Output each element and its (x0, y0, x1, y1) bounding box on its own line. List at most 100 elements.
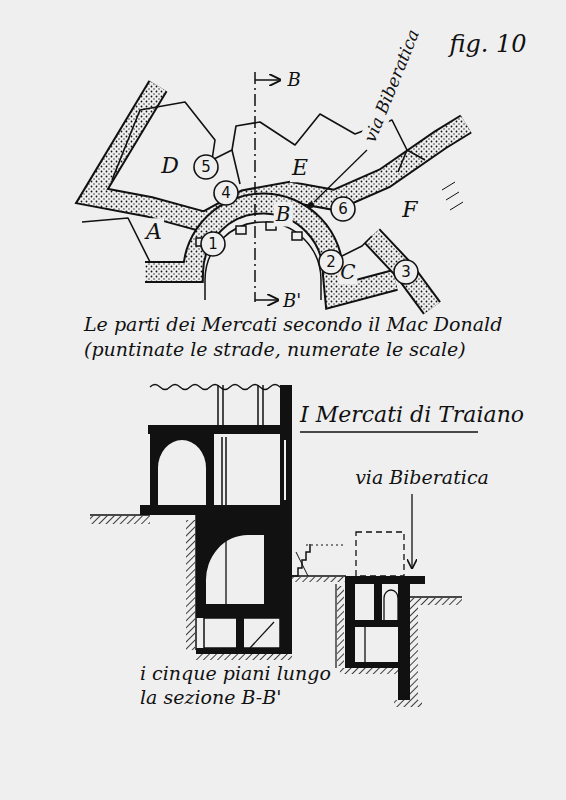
sketch-stroke (292, 575, 346, 577)
sketch-stroke (411, 494, 412, 568)
sketch-stroke (292, 577, 346, 582)
plan-label: F (400, 196, 419, 224)
sketch-stroke (306, 545, 346, 546)
sketch-stroke (442, 182, 463, 210)
figure-number: fig. 10 (447, 29, 528, 59)
sketch-stroke (150, 385, 290, 390)
sketch-stroke (221, 437, 223, 505)
sketch-stroke (292, 544, 310, 576)
callout-number: 4 (221, 184, 231, 202)
sketch-stroke (257, 385, 259, 425)
plan-label: A (144, 218, 164, 246)
arch-opening (196, 222, 321, 300)
sketch-stroke (335, 584, 336, 668)
sketch-stroke (145, 204, 395, 296)
plan-label: via Biberatica (359, 25, 425, 148)
circle-shape (319, 250, 343, 274)
section-note: i cinque piani lungo la sezione B-B' (140, 662, 340, 710)
sketch-stroke (356, 532, 404, 576)
sketch-stroke (205, 222, 321, 300)
sketch-stroke (296, 552, 308, 576)
sketch-stroke (337, 586, 344, 666)
sketch-stroke (345, 620, 410, 627)
sketch-stroke (217, 385, 219, 425)
sketch-stroke (398, 584, 410, 700)
sketch-stroke (338, 236, 372, 258)
sketch-stroke (384, 590, 398, 620)
sketch-stroke (82, 218, 150, 262)
plan-label: via Biberatica (353, 466, 491, 490)
callout-number: 2 (326, 253, 336, 271)
plan-label: B (274, 202, 293, 227)
region-outlines (82, 102, 463, 262)
sketch-stroke (255, 79, 280, 81)
sketch-stroke (150, 515, 196, 650)
callout-number: 5 (201, 158, 211, 176)
sketch-stroke (90, 514, 150, 516)
sketch-stroke (236, 618, 244, 648)
sketch-stroke (292, 232, 302, 240)
caption: Le parti dei Mercati secondo il Mac Dona… (84, 312, 539, 362)
sketch-stroke (314, 150, 367, 202)
sketch-stroke (204, 618, 280, 648)
sketch-stroke (90, 516, 150, 524)
stair-circle: 3 (393, 259, 419, 285)
sketch-stroke (145, 204, 395, 296)
sketch-stroke (364, 627, 365, 662)
sketch-stroke (410, 605, 418, 700)
sketch-stroke (308, 202, 314, 208)
plan-label: B' (281, 290, 303, 313)
sketch-stroke (196, 515, 282, 610)
stair-circle: 5 (193, 154, 219, 180)
circle-shape (214, 181, 238, 205)
circle-shape (201, 232, 225, 256)
sketch-stroke (140, 505, 290, 515)
sketch-stroke (254, 72, 256, 302)
callout-number: 1 (208, 235, 218, 253)
stair-circle: 6 (330, 196, 356, 222)
sketch-stroke (186, 520, 195, 650)
sketch-stroke (372, 236, 432, 308)
sketch-stroke (250, 622, 274, 648)
title: I Mercati di Traiano (300, 401, 524, 429)
sketch-stroke (255, 299, 278, 301)
sketch-stroke (340, 668, 398, 674)
plan-label: E (290, 154, 310, 182)
sketch-stroke (196, 654, 292, 660)
sketch-stroke (345, 576, 425, 584)
sketch-stroke (225, 437, 227, 505)
street-bands (92, 86, 466, 308)
sketch-stroke (148, 425, 290, 434)
sketch-stroke (236, 226, 246, 234)
circle-shape (331, 197, 355, 221)
sketch-stroke (407, 150, 425, 160)
title-underline (300, 431, 478, 433)
sketch-stroke (262, 385, 264, 425)
section-drawing (90, 385, 462, 708)
callout-number: 3 (401, 263, 411, 281)
stair-circle: 2 (318, 249, 344, 275)
sketch-stroke (206, 535, 264, 604)
stair-circle: 4 (213, 180, 239, 206)
circle-shape (194, 155, 218, 179)
sketch-stroke (410, 598, 462, 605)
circle-shape (394, 260, 418, 284)
sketch-stroke (225, 540, 226, 604)
sketch-stroke (280, 385, 292, 650)
sketch-stroke (284, 440, 286, 500)
sketch-stroke (150, 433, 214, 510)
sketch-stroke (218, 385, 263, 505)
sketch-stroke (196, 610, 282, 618)
sketch-stroke (372, 236, 432, 308)
callout-number: 6 (338, 200, 348, 218)
sketch-stroke (196, 648, 292, 654)
plan-label: D (159, 152, 181, 180)
stair-circle: 1 (200, 231, 226, 257)
plan-label: B (285, 69, 302, 92)
sketch-stroke (410, 596, 462, 598)
sketch-stroke (112, 102, 240, 184)
section-line (255, 72, 280, 302)
sketch-stroke (345, 662, 398, 668)
sketch-stroke (374, 584, 382, 620)
